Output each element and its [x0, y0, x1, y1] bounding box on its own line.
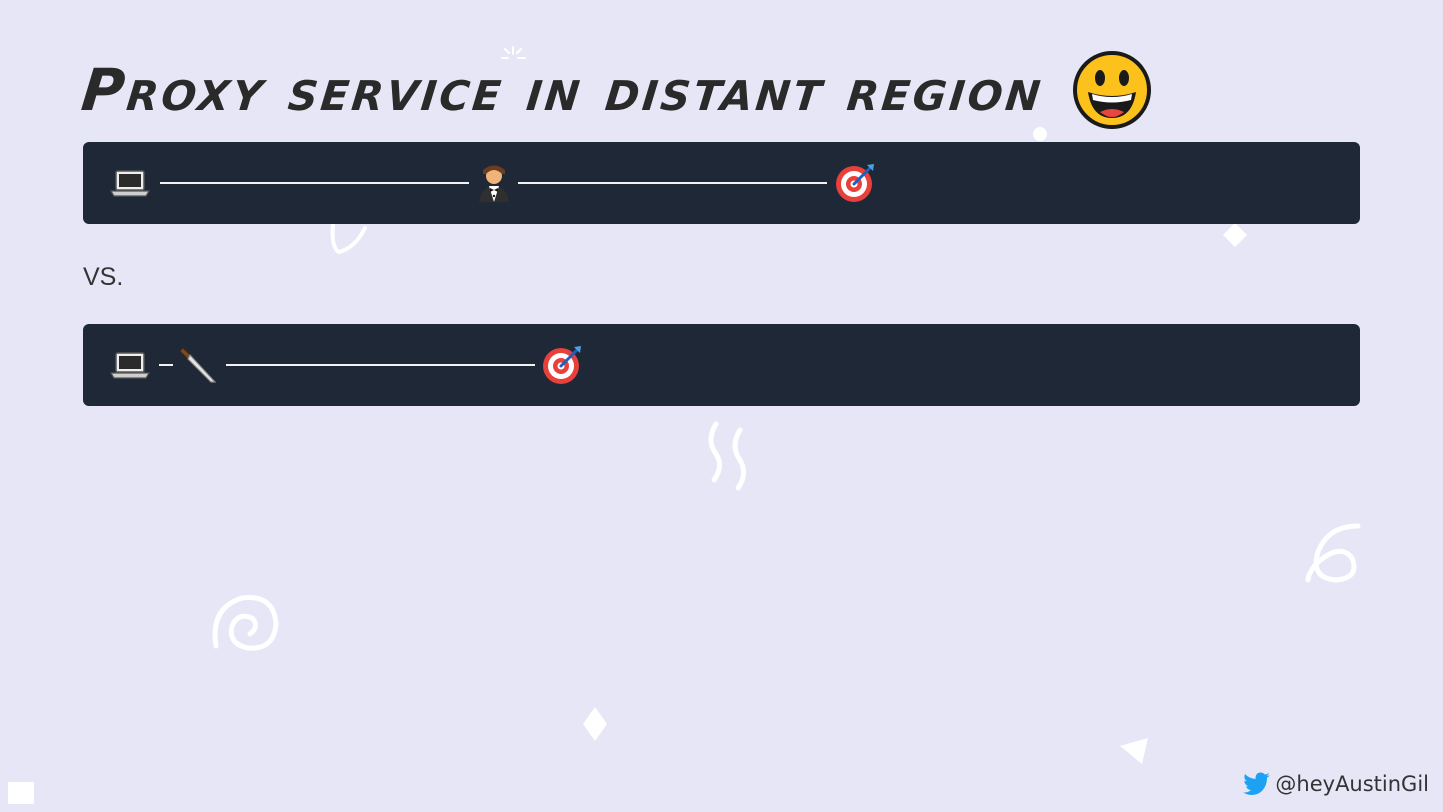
twitter-bird-icon [1243, 772, 1271, 795]
knife-icon [179, 347, 217, 383]
triangle-decoration [1120, 738, 1148, 764]
spiral-decoration [212, 595, 279, 651]
connection-line [159, 364, 173, 366]
loop-decoration [1305, 523, 1361, 583]
connection-line [518, 182, 827, 184]
laptop-icon [109, 170, 151, 197]
proxy-route-diagram [83, 142, 1360, 224]
connection-line [160, 182, 469, 184]
target-icon [543, 346, 581, 384]
slide-title: Proxy service in distant region [78, 56, 1048, 124]
handle-text: @heyAustinGil [1275, 772, 1429, 796]
sparkle-decoration [501, 46, 526, 59]
laptop-icon [109, 352, 151, 379]
comparison-label: VS. [83, 263, 124, 291]
leaf-decoration [330, 222, 367, 255]
target-icon [836, 164, 874, 202]
dot-decoration [1033, 127, 1047, 141]
squiggle-decoration [708, 421, 746, 491]
diamond-decoration [1223, 223, 1247, 247]
direct-route-diagram [83, 324, 1360, 406]
grinning-face-icon [1072, 51, 1151, 129]
diamond-decoration-2 [583, 707, 607, 741]
title-row: Proxy service in distant region [78, 50, 1152, 130]
twitter-handle[interactable]: @heyAustinGil [1243, 772, 1429, 796]
square-decoration [8, 782, 34, 804]
connection-line [226, 364, 535, 366]
waiter-icon [479, 165, 509, 202]
